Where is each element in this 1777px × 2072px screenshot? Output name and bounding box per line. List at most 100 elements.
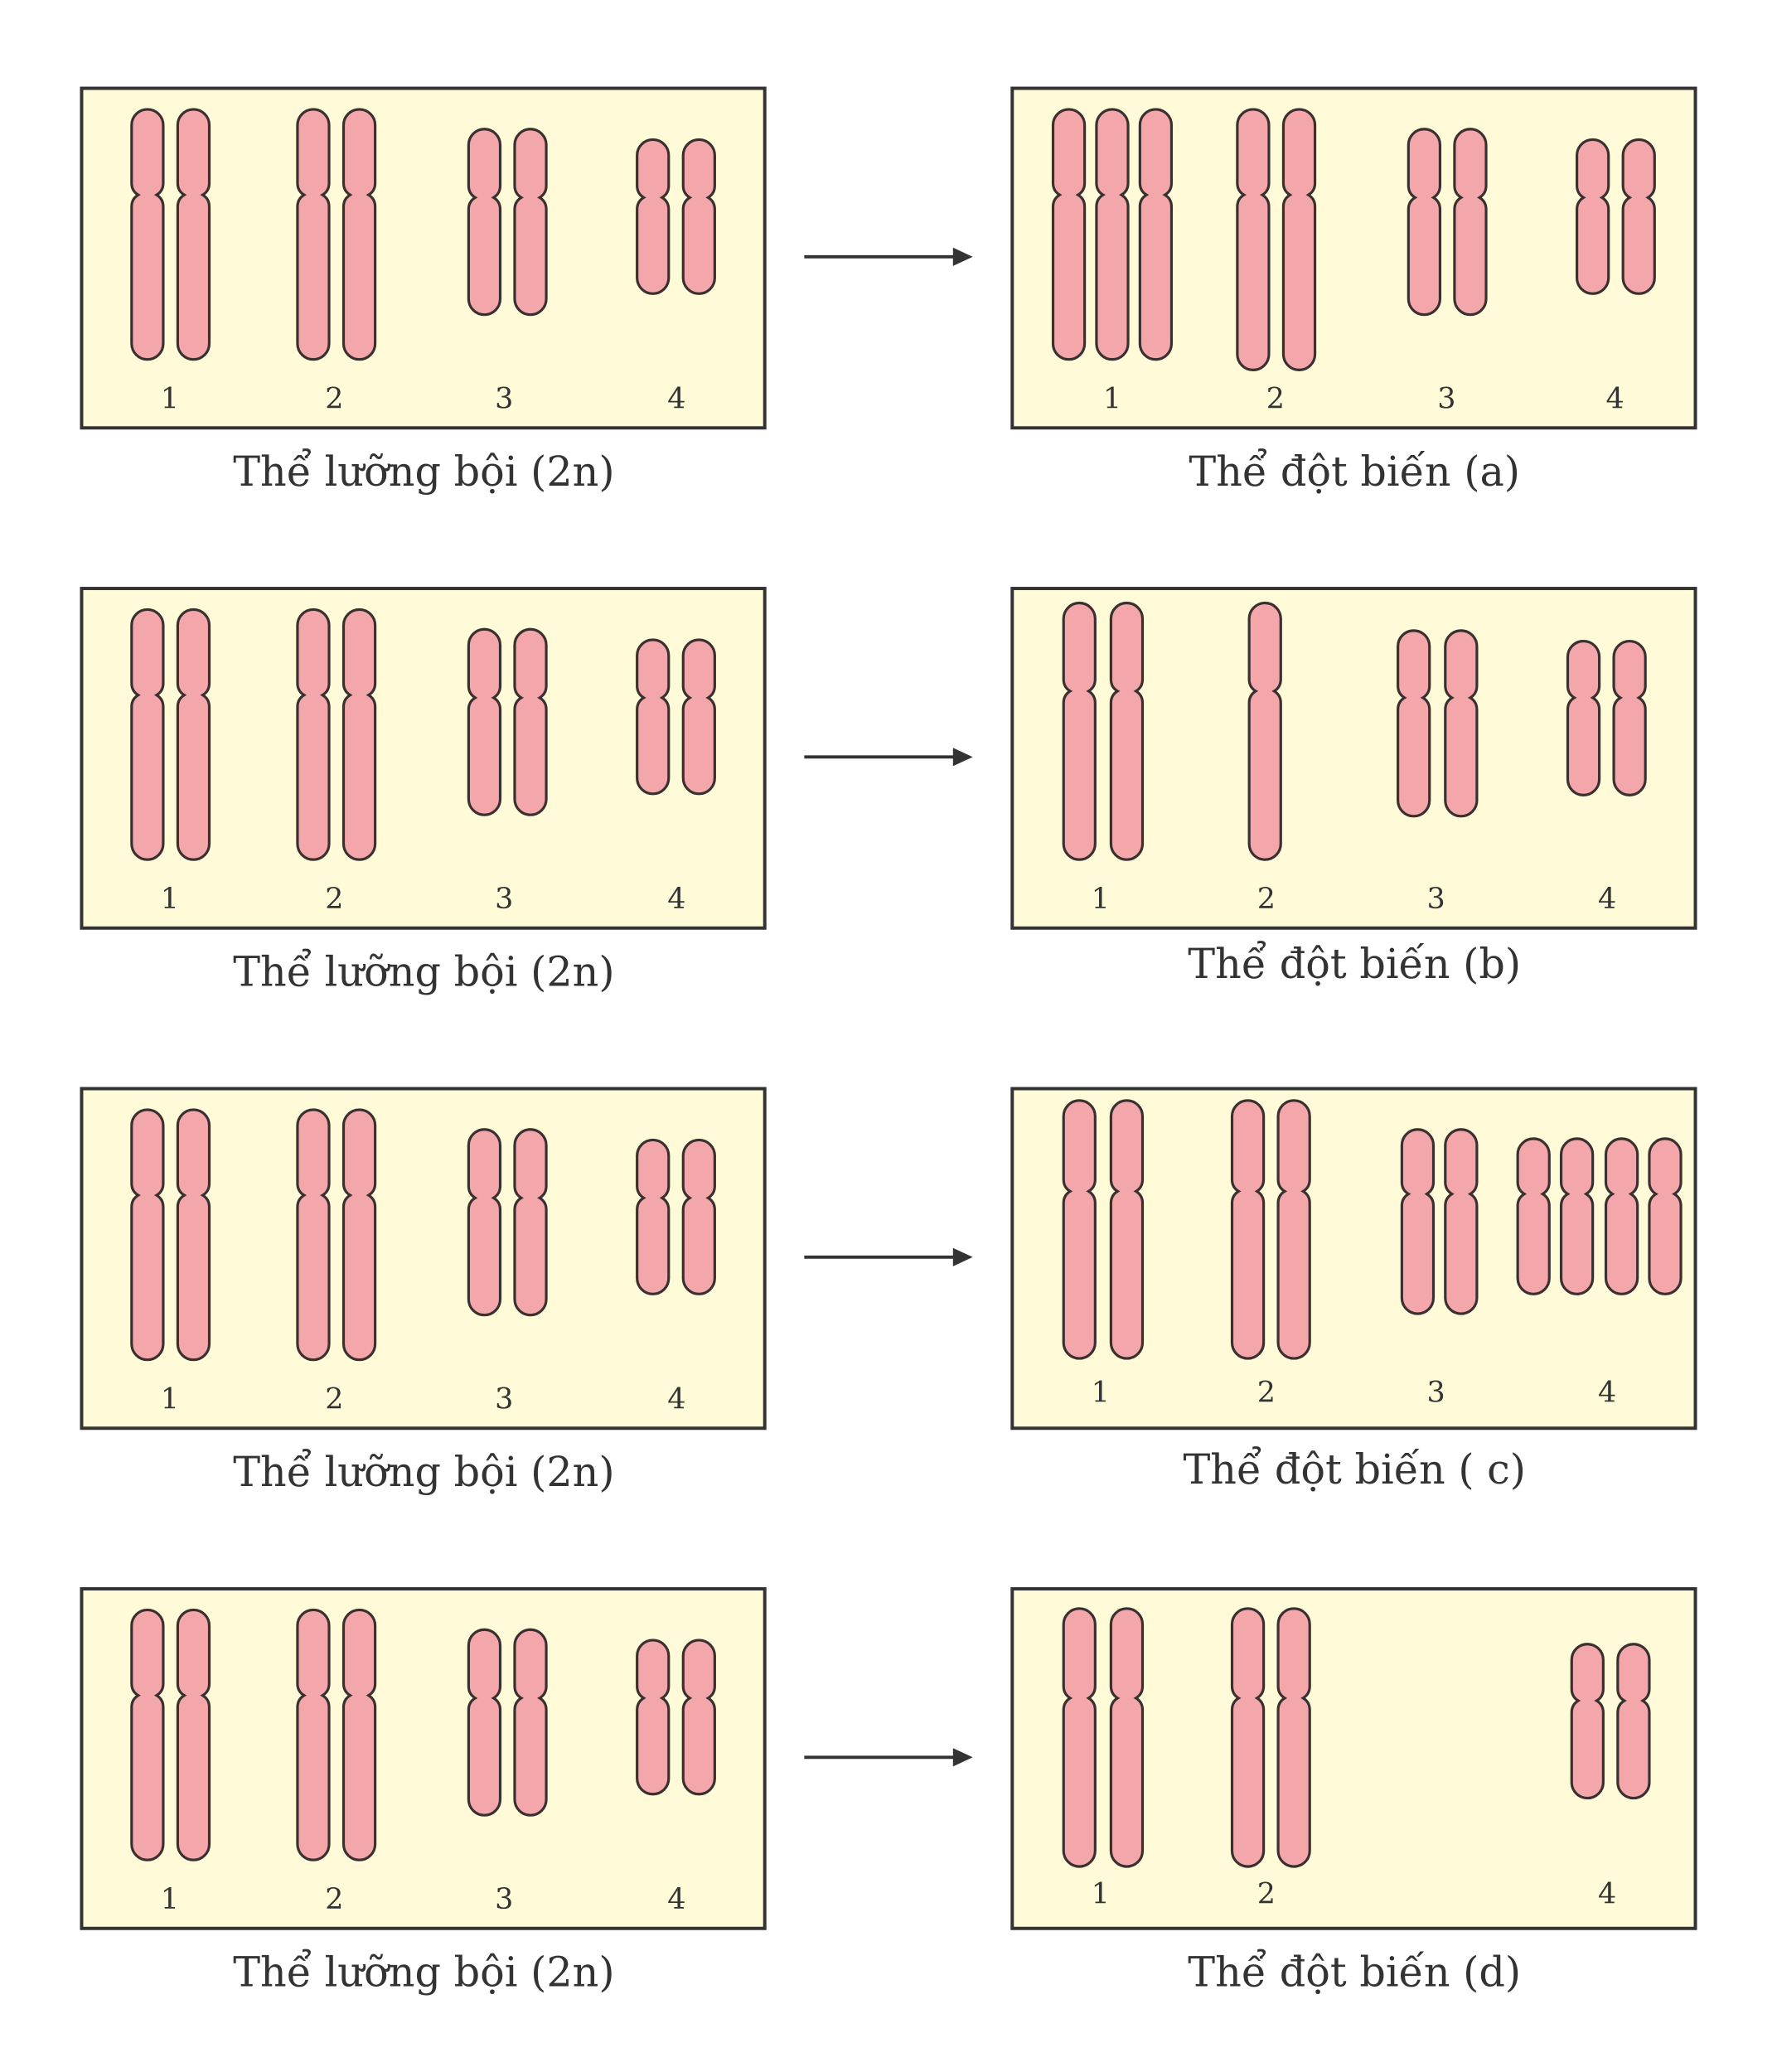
- chromosome: [1109, 1099, 1145, 1360]
- chromosome: [1570, 1643, 1605, 1800]
- chromosome-number-label: 4: [1598, 883, 1616, 916]
- chromosome: [513, 128, 548, 317]
- chromosome: [513, 1628, 548, 1817]
- chromosome: [1230, 1099, 1266, 1360]
- chromosome: [636, 638, 671, 796]
- chromosome-number-label: 2: [325, 1382, 343, 1416]
- chromosome: [1604, 1137, 1639, 1295]
- chromosome: [341, 1108, 377, 1362]
- chromosome: [130, 1108, 165, 1362]
- chromosome: [130, 608, 165, 861]
- chromosome: [467, 128, 502, 317]
- chromosome: [341, 108, 377, 361]
- chromosome: [1062, 1607, 1097, 1868]
- diploid-caption: Thể lưỡng bội (2n): [233, 448, 614, 496]
- chromosome: [1400, 1128, 1436, 1315]
- chromosome: [1648, 1137, 1683, 1295]
- chromosome: [1062, 601, 1097, 861]
- chromosome: [1138, 108, 1174, 361]
- chromosome-number-label: 1: [161, 1382, 179, 1416]
- arrow-icon: [804, 748, 973, 767]
- chromosome-number-label: 1: [1092, 1377, 1110, 1410]
- chromosome: [176, 1608, 211, 1861]
- chromosome: [681, 638, 716, 796]
- chromosome: [1444, 629, 1479, 818]
- chromosome-number-label: 1: [1092, 883, 1110, 916]
- mutant-caption: Thể đột biến ( c): [1183, 1445, 1526, 1493]
- chromosome-number-label: 1: [161, 1883, 179, 1916]
- chromosome: [467, 1628, 502, 1817]
- chromosome-number-label: 4: [1606, 382, 1624, 415]
- chromosome: [1051, 108, 1087, 361]
- chromosome: [1276, 1099, 1311, 1360]
- chromosome: [1559, 1137, 1595, 1295]
- chromosome: [1566, 640, 1601, 796]
- chromosome-number-label: 4: [667, 382, 685, 415]
- chromosome-number-label: 1: [1103, 382, 1121, 415]
- chromosome: [467, 1128, 502, 1317]
- chromosome-number-label: 2: [1266, 382, 1285, 415]
- chromosome-number-label: 4: [667, 883, 685, 916]
- chromosome-number-label: 2: [1257, 1878, 1276, 1911]
- chromosome-number-label: 2: [1257, 883, 1276, 916]
- chromosome-number-label: 4: [667, 1382, 685, 1416]
- chromosome: [1062, 1099, 1097, 1360]
- chromosome-number-label: 4: [1598, 1377, 1616, 1410]
- chromosome: [1407, 128, 1442, 317]
- arrow-icon: [804, 1247, 973, 1266]
- diploid-caption: Thể lưỡng bội (2n): [233, 1448, 614, 1496]
- chromosome: [1576, 138, 1610, 295]
- chromosome: [1621, 138, 1656, 295]
- mutant-caption: Thể đột biến (b): [1188, 940, 1521, 988]
- chromosome: [341, 1608, 377, 1861]
- chromosome: [681, 1639, 716, 1796]
- chromosome: [176, 1108, 211, 1362]
- chromosome: [130, 1608, 165, 1861]
- chromosome-number-label: 4: [1598, 1878, 1616, 1911]
- chromosome-number-label: 3: [495, 883, 513, 916]
- chromosome: [296, 108, 331, 361]
- chromosome: [1247, 601, 1282, 861]
- chromosome: [1230, 1607, 1266, 1868]
- chromosome-number-label: 3: [495, 1883, 513, 1916]
- diploid-caption: Thể lưỡng bội (2n): [233, 948, 614, 996]
- chromosome: [513, 1128, 548, 1317]
- chromosome-number-label: 3: [1427, 883, 1445, 916]
- chromosome: [1444, 1128, 1479, 1315]
- chromosome: [1616, 1643, 1651, 1800]
- chromosome: [1453, 128, 1488, 317]
- chromosome: [296, 1608, 331, 1861]
- chromosome: [1276, 1607, 1311, 1868]
- chromosome: [1236, 108, 1271, 371]
- chromosome-number-label: 1: [161, 382, 179, 415]
- chromosome: [1109, 601, 1145, 861]
- chromosome: [1281, 108, 1317, 371]
- chromosome: [1397, 629, 1431, 818]
- chromosome-number-label: 4: [667, 1883, 685, 1916]
- chromosome: [1612, 640, 1647, 796]
- chromosome-number-label: 1: [161, 883, 179, 916]
- chromosome-number-label: 2: [325, 883, 343, 916]
- chromosome: [341, 608, 377, 861]
- chromosome: [681, 1138, 716, 1295]
- chromosome-number-label: 2: [325, 1883, 343, 1916]
- chromosome-number-label: 3: [1427, 1377, 1445, 1410]
- chromosome: [296, 608, 331, 861]
- mutant-caption: Thể đột biến (a): [1189, 448, 1520, 496]
- chromosome: [176, 108, 211, 361]
- chromosome: [636, 1639, 671, 1796]
- chromosome: [1516, 1137, 1551, 1295]
- arrow-icon: [804, 1748, 973, 1767]
- chromosome: [296, 1108, 331, 1362]
- chromosome: [1109, 1607, 1145, 1868]
